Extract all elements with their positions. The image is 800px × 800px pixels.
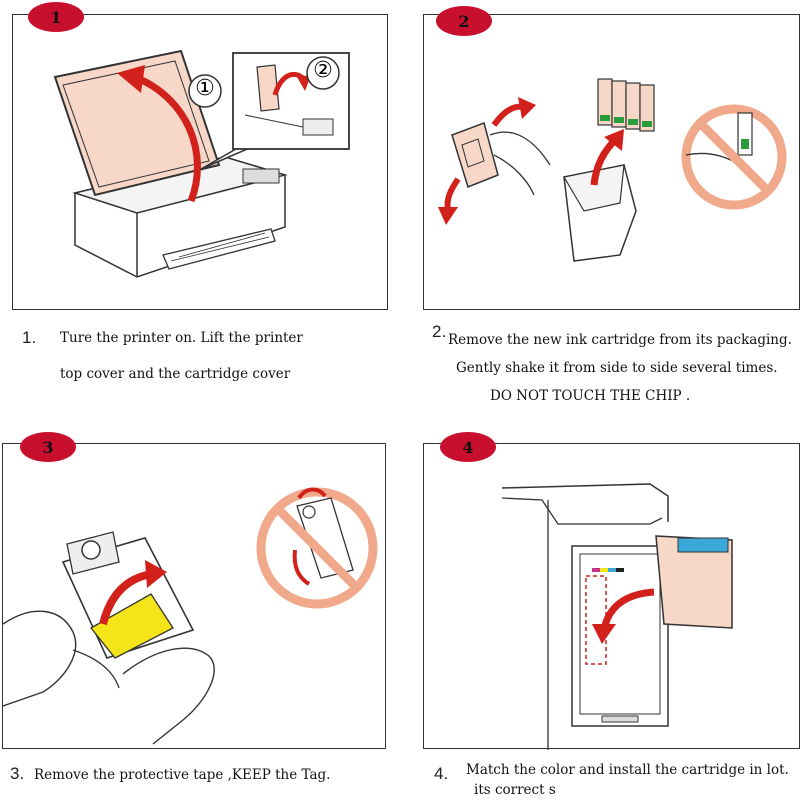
curved-arrow-icon	[133, 73, 201, 203]
step-4-line-1: Match the color and install the cartridg…	[466, 762, 789, 778]
step-2-line-3: DO NOT TOUCH THE CHIP .	[490, 388, 691, 404]
printer-lid	[53, 49, 221, 197]
step-2-line-1: Remove the new ink cartridge from its pa…	[448, 332, 792, 348]
step-4-line-2: its correct s	[474, 782, 556, 798]
step-1-badge: 1	[28, 2, 84, 32]
cartridge-illustration	[438, 78, 787, 262]
step-3-number: 3.	[10, 764, 25, 783]
step-3-badge: 3	[20, 432, 76, 462]
step-1-number: 1.	[22, 328, 37, 347]
printer-illustration	[53, 49, 350, 278]
step-1-line-2: top cover and the cartridge cover	[60, 366, 291, 382]
step-4-badge: 4	[440, 432, 496, 462]
step-4-number: 4.	[434, 764, 449, 783]
callout-2: ②	[313, 58, 333, 83]
step-2-line-2: Gently shake it from side to side severa…	[456, 360, 778, 376]
step-2-number: 2.	[432, 322, 447, 341]
tape-removal-illustration	[3, 487, 378, 745]
step-3-line-1: Remove the protective tape ,KEEP the Tag…	[34, 767, 331, 783]
install-illustration	[501, 483, 733, 750]
step-2-panel	[423, 14, 800, 310]
step-1-line-1: Ture the printer on. Lift the printer	[60, 330, 303, 346]
step-3-panel	[2, 443, 386, 749]
step-1-panel: ① ②	[12, 14, 388, 310]
step-2-badge: 2	[436, 6, 492, 36]
protective-tape	[90, 593, 174, 659]
callout-1: ①	[195, 76, 215, 101]
step-4-panel	[423, 443, 800, 750]
curved-arrow-icon	[99, 570, 152, 626]
